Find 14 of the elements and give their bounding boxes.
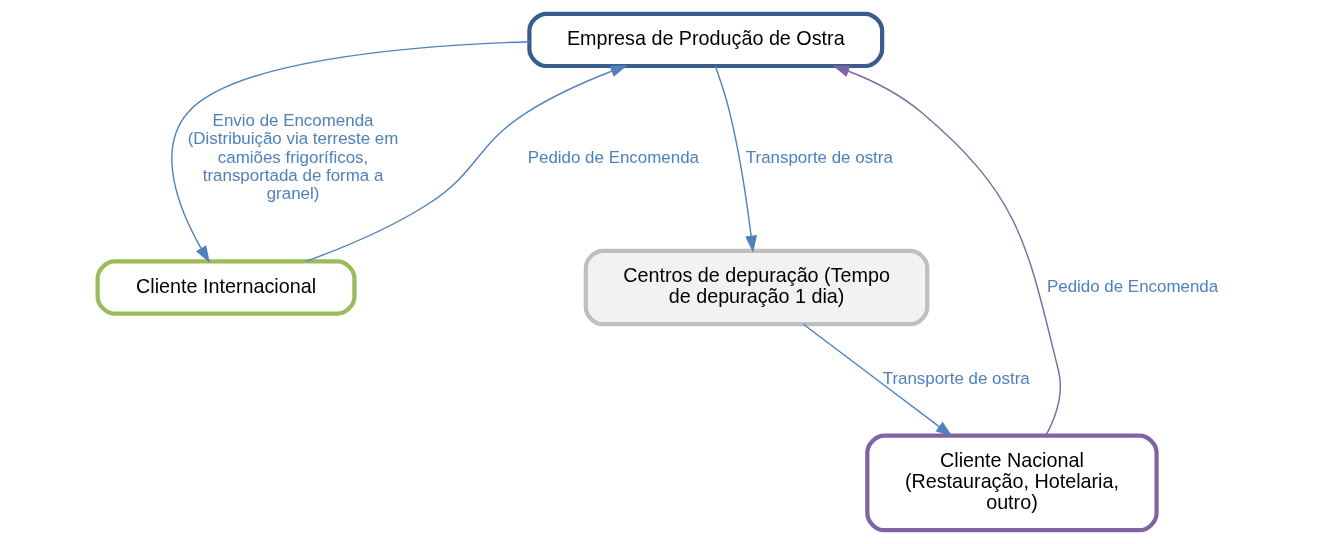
node-box: Cliente Internacional [95, 259, 357, 316]
arrow [171, 40, 530, 263]
edge-label: Envio de Encomenda (Distribuição via terreste em camiões frigoríficos, transportada de forma a granel) [187, 111, 399, 204]
edge-label: Pedido de Encomenda [1046, 276, 1219, 296]
node-box: Centros de depuração (Tempo de depuração 1 dia) [583, 248, 930, 327]
edge-label: Transporte de ostra [882, 369, 1030, 389]
edge-label: Transporte de ostra [745, 147, 893, 167]
arrow [714, 65, 757, 253]
node-box: Empresa de Produção de Ostra [527, 11, 885, 69]
arrow [802, 323, 953, 437]
arrow [832, 65, 1062, 436]
edge-label: Pedido de Encomenda [527, 147, 699, 167]
node-box: Cliente Nacional (Restauração, Hotelaria, outro) [865, 433, 1159, 533]
arrow [305, 65, 628, 262]
